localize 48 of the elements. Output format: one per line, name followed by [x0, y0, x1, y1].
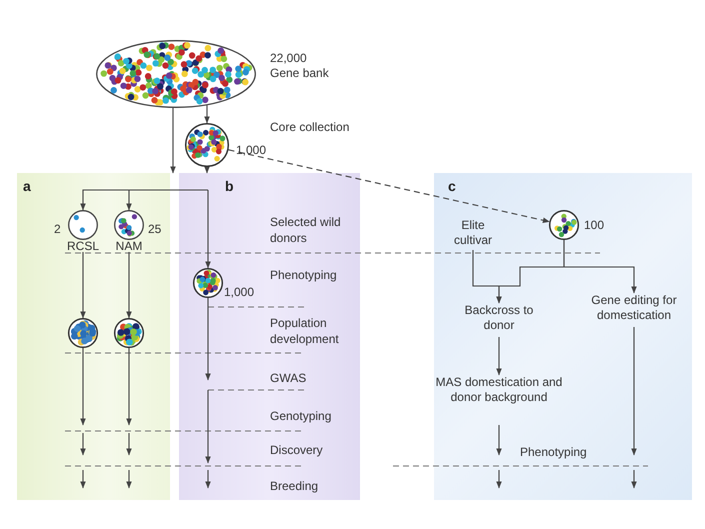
stage-label: GWAS	[270, 370, 308, 386]
stage-label: Genotyping	[270, 408, 332, 424]
sample-label: RCSL	[66, 240, 99, 252]
annotation-text: 100	[584, 218, 604, 233]
annotation-text: Gene bank	[270, 66, 329, 81]
annotation-text: 25	[148, 222, 162, 237]
seed-collection-circle	[114, 318, 144, 348]
arrow	[80, 348, 86, 426]
stage-label: Breeding	[270, 478, 320, 494]
panel-letter: b	[225, 178, 234, 194]
arrow	[170, 108, 176, 174]
arrow	[205, 298, 211, 380]
arrow	[631, 327, 637, 456]
step-text: Gene editing for domestication	[578, 293, 690, 327]
stage-label: Phenotyping	[270, 267, 338, 283]
seed-collection-circle	[68, 318, 98, 348]
step-text: Elite cultivar	[443, 218, 503, 250]
arrow	[126, 348, 132, 426]
arrow	[126, 252, 132, 318]
seed-collection-circle	[549, 210, 579, 240]
arrow	[205, 190, 211, 268]
panel-background	[434, 173, 692, 500]
panel-background	[179, 173, 360, 500]
arrow	[496, 425, 502, 456]
annotation-text: Core collection	[270, 120, 350, 135]
stage-label: Population development	[270, 315, 340, 347]
panel-background	[17, 173, 170, 500]
arrow	[563, 240, 637, 294]
seed-collection-circle	[185, 123, 229, 167]
panel-letter: a	[23, 178, 31, 194]
arrow	[204, 105, 210, 124]
arrow	[204, 166, 210, 174]
panel-letter: c	[448, 178, 456, 194]
stage-label: Phenotyping	[520, 444, 588, 460]
arrow	[228, 149, 550, 223]
step-text: MAS domestication and donor background	[432, 375, 566, 425]
stage-label: Discovery	[270, 442, 324, 458]
stage-label: Selected wild donors	[270, 214, 342, 246]
step-text: Backcross to donor	[456, 303, 542, 337]
sample-label: NAM	[116, 240, 142, 252]
annotation-text: 1,000	[224, 285, 254, 300]
annotation-text: 2	[54, 222, 61, 237]
annotation-text: 1,000	[236, 143, 266, 158]
seed-collection-circle	[193, 268, 223, 298]
annotation-text: 22,000	[270, 51, 307, 66]
arrow	[80, 252, 86, 318]
gene-bank-ellipse	[96, 40, 256, 108]
arrow	[496, 337, 502, 376]
